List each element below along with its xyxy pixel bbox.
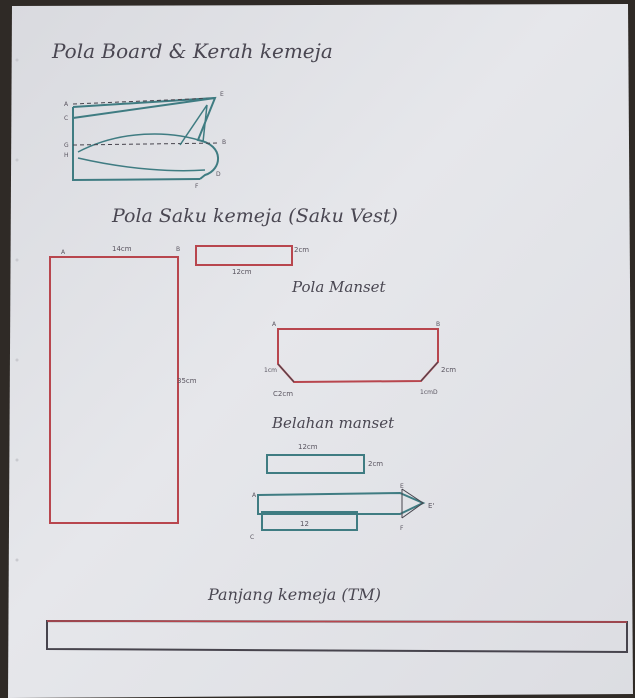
strip-rectangle — [195, 245, 293, 266]
svg-text:B: B — [222, 139, 226, 146]
svg-text:G: G — [64, 142, 69, 149]
panjang-strip-pattern — [46, 619, 628, 654]
saku-heading: Pola Saku kemeja (Saku Vest) — [111, 205, 398, 227]
manset-side-label: 2cm — [441, 366, 456, 374]
notebook-page — [8, 4, 633, 698]
strip-width-label: 12cm — [232, 268, 252, 276]
manset-bottom-label: C2cm — [273, 390, 293, 398]
placket-e2-label: E' — [428, 502, 434, 510]
manset-corner-b: B — [436, 321, 440, 328]
svg-text:F: F — [195, 183, 199, 190]
panjang-heading: Panjang kemeja (TM) — [207, 585, 381, 604]
belahan-rectangle — [266, 454, 365, 474]
placket-c-label: C — [250, 534, 254, 541]
saku-corner-b: B — [176, 246, 180, 253]
belahan-height-label: 2cm — [368, 460, 383, 468]
manset-corner-c: 1cm — [264, 367, 277, 374]
manset-pattern: A B 2cm C2cm 1cm 1cmD — [264, 321, 456, 398]
page-binding-edge — [15, 58, 19, 562]
placket-a-label: A — [252, 492, 257, 499]
saku-corner-a: A — [61, 249, 66, 256]
svg-text:H: H — [64, 152, 69, 159]
manset-corner-d: 1cmD — [420, 389, 438, 396]
saku-height-label: 35cm — [177, 377, 197, 385]
saku-rectangle — [49, 256, 179, 524]
belahan-heading: Belahan manset — [271, 414, 395, 432]
manset-heading: Pola Manset — [291, 278, 387, 296]
svg-text:C: C — [64, 115, 68, 122]
collar-pattern-sketch: A C G H E B D F — [64, 91, 226, 190]
placket-length-label: 12 — [300, 520, 309, 528]
saku-pattern: 14cm 35cm A B — [49, 245, 197, 524]
svg-text:E: E — [220, 91, 224, 98]
placket-f-label: F — [400, 525, 404, 532]
belahan-strip-pattern: 12cm 2cm — [266, 443, 383, 474]
svg-text:A: A — [64, 101, 69, 108]
saku-strip-pattern: 2cm 12cm — [195, 245, 309, 276]
placket-pattern: 12 E E' C F A — [250, 483, 434, 541]
title-heading: Pola Board & Kerah kemeja — [51, 39, 333, 63]
saku-width-label: 14cm — [112, 245, 132, 253]
belahan-width-label: 12cm — [298, 443, 318, 451]
strip-height-label: 2cm — [294, 246, 309, 254]
manset-corner-a: A — [272, 321, 277, 328]
svg-text:D: D — [216, 171, 221, 178]
placket-e-label: E — [400, 483, 404, 490]
